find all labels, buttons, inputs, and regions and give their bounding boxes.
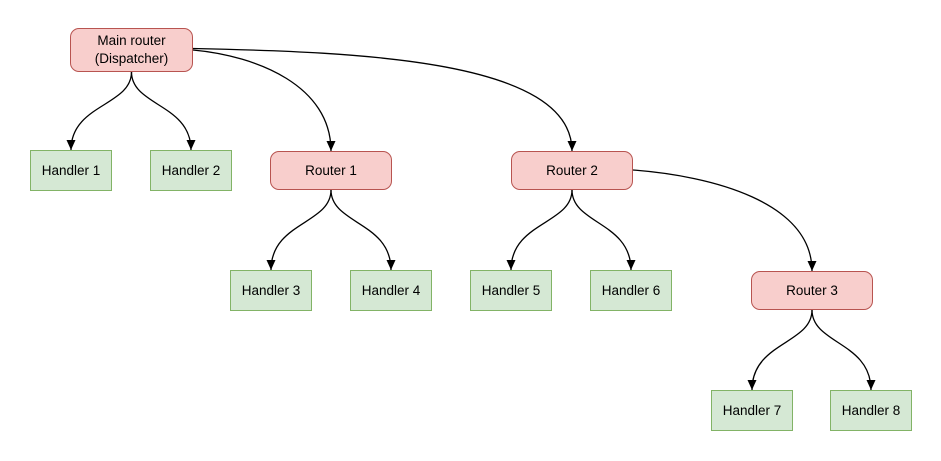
node-router-1: Router 1 (270, 151, 392, 190)
node-handler-6: Handler 6 (590, 270, 672, 311)
node-handler-2: Handler 2 (150, 150, 232, 191)
edge-router-2-to-router-3 (632, 169, 817, 272)
node-handler-1-label: Handler 1 (41, 162, 101, 178)
node-router-3: Router 3 (751, 271, 873, 310)
node-handler-4-label: Handler 4 (361, 282, 421, 298)
node-main-router-label-line2: (Dispatcher) (94, 51, 169, 66)
node-handler-1: Handler 1 (30, 150, 112, 191)
node-router-1-label: Router 1 (305, 162, 357, 178)
node-main-router: Main router (Dispatcher) (70, 28, 193, 72)
node-handler-7-label: Handler 7 (722, 402, 782, 418)
node-handler-4: Handler 4 (350, 270, 432, 311)
edge-main-router-to-router-2 (192, 47, 577, 152)
node-handler-8: Handler 8 (830, 390, 912, 431)
edge-router-2-to-handler-6 (571, 189, 636, 271)
node-handler-6-label: Handler 6 (601, 282, 661, 298)
edge-main-router-to-handler-2 (130, 71, 196, 151)
node-handler-2-label: Handler 2 (161, 162, 221, 178)
node-handler-8-label: Handler 8 (841, 402, 901, 418)
edge-router-1-to-handler-3 (266, 189, 332, 271)
edge-router-1-to-handler-4 (330, 189, 396, 271)
node-handler-7: Handler 7 (711, 390, 793, 431)
node-router-2: Router 2 (511, 151, 633, 190)
node-router-2-label: Router 2 (546, 162, 598, 178)
node-handler-5: Handler 5 (470, 270, 552, 311)
edge-main-router-to-router-1 (192, 49, 336, 152)
node-handler-3-label: Handler 3 (241, 282, 301, 298)
edge-router-3-to-handler-7 (747, 309, 813, 391)
edge-main-router-to-handler-1 (66, 71, 133, 151)
node-handler-3: Handler 3 (230, 270, 312, 311)
edge-router-3-to-handler-8 (811, 309, 876, 391)
edge-router-2-to-handler-5 (506, 189, 573, 271)
node-router-3-label: Router 3 (786, 282, 838, 298)
node-handler-5-label: Handler 5 (481, 282, 541, 298)
node-main-router-label-line1: Main router (97, 33, 166, 49)
